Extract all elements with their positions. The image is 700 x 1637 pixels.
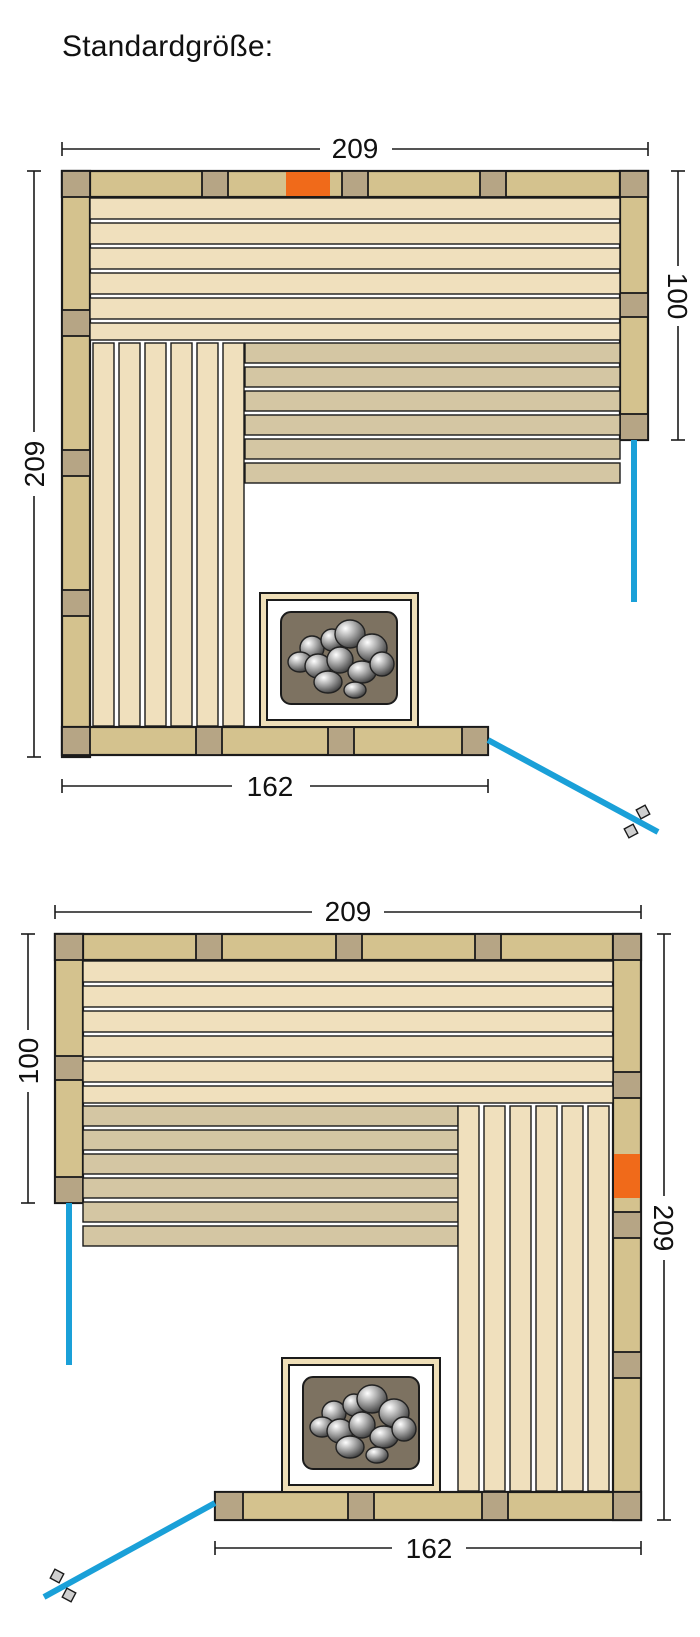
wall-post: [61, 726, 91, 756]
window: [614, 1154, 640, 1198]
wall-post: [612, 1491, 642, 1521]
wall-post: [347, 1491, 375, 1521]
wall-post: [335, 933, 363, 961]
door-front: [486, 737, 660, 835]
dim-top-width: 209: [332, 133, 379, 164]
wall-post: [619, 413, 649, 441]
wall-bottom: [60, 725, 490, 757]
plan-top: 209 100 209 162: [19, 133, 693, 839]
upper-bench: [82, 960, 614, 1104]
dim-top-width: 209: [325, 896, 372, 927]
wall-post: [612, 1211, 642, 1239]
wall-post: [612, 1351, 642, 1379]
wall-post: [54, 1055, 84, 1081]
wall-post: [619, 292, 649, 318]
lower-bench: [244, 342, 621, 484]
wall-post: [461, 726, 489, 756]
wall-post: [612, 933, 642, 961]
wall-post: [612, 1071, 642, 1099]
dim-bottom-width: 162: [406, 1533, 453, 1564]
wall-post: [201, 170, 229, 198]
wall-bottom: [213, 1490, 643, 1522]
dim-right-depth: 209: [648, 1205, 679, 1252]
dim-right-depth: 100: [662, 273, 693, 320]
wall-post: [54, 933, 84, 961]
door-hinge-icon: [635, 804, 651, 820]
wall-post: [61, 309, 91, 337]
door-hinge-icon: [623, 823, 639, 839]
wall-post: [61, 449, 91, 477]
dim-left-depth: 209: [19, 441, 50, 488]
wall-post: [195, 933, 223, 961]
wall-post: [619, 170, 649, 198]
wall-post: [327, 726, 355, 756]
wall-post: [474, 933, 502, 961]
lower-bench: [82, 1105, 459, 1247]
wall-post: [61, 589, 91, 617]
wall-post: [481, 1491, 509, 1521]
plan-bottom: 209 100 209 162: [13, 896, 679, 1603]
sauna-stove-icon: [259, 592, 419, 728]
dim-left-depth: 100: [13, 1038, 44, 1085]
door-hinge-icon: [49, 1568, 65, 1584]
door-hinge-icon: [61, 1587, 77, 1603]
wall-post: [341, 170, 369, 198]
wall-post: [195, 726, 223, 756]
wall-post: [54, 1176, 84, 1204]
sauna-stove-icon: [281, 1357, 441, 1493]
wall-post: [479, 170, 507, 198]
upper-bench: [89, 197, 621, 341]
window: [286, 172, 330, 196]
side-bench: [92, 342, 245, 727]
door-front: [42, 1500, 217, 1600]
side-bench: [457, 1105, 610, 1492]
wall-post: [214, 1491, 244, 1521]
dim-bottom-width: 162: [247, 771, 294, 802]
wall-post: [61, 170, 91, 198]
page-title: Standardgröße:: [62, 30, 274, 63]
